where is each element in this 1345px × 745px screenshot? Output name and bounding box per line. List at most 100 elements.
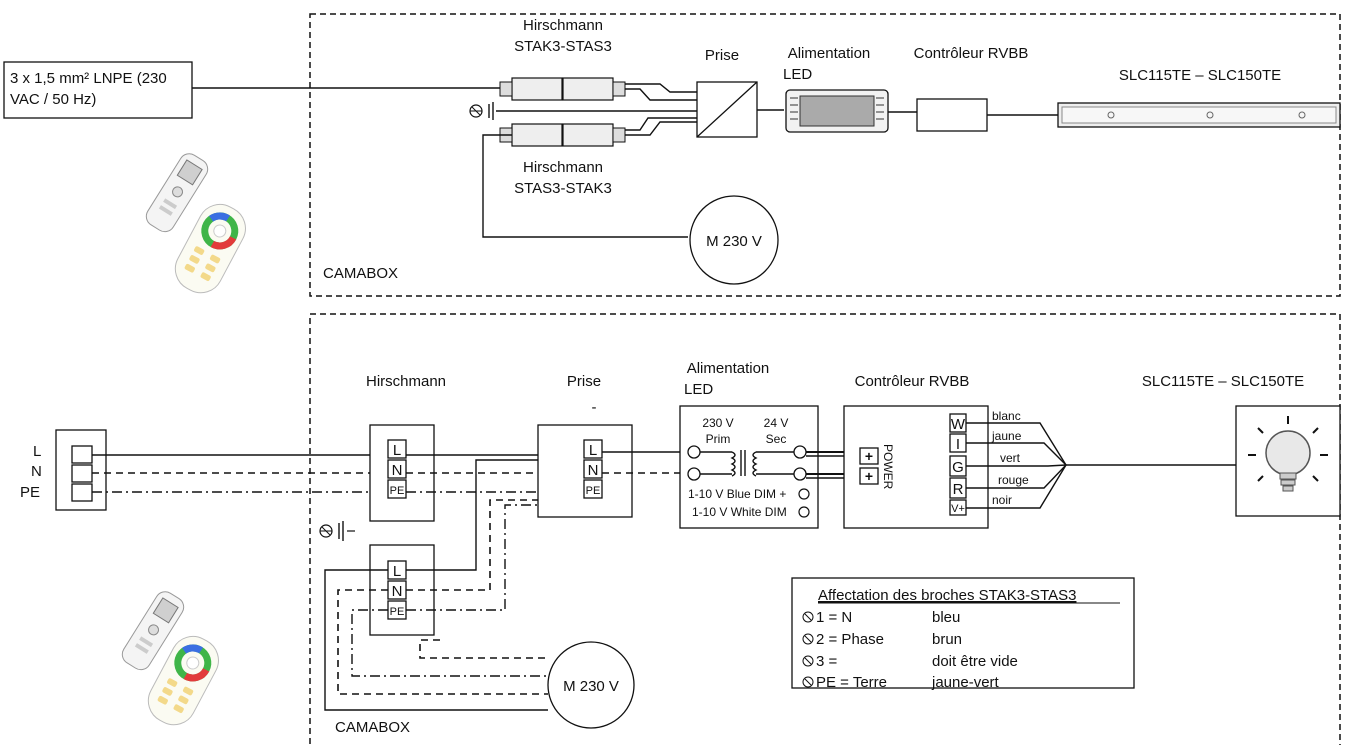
motor-bottom [547, 641, 635, 729]
wire-lower-L [406, 459, 580, 571]
pin-row-icon [802, 611, 814, 688]
power-terminals: + + [859, 447, 879, 485]
psu-bottom [679, 405, 819, 529]
ctrl-pin-W: W [951, 416, 966, 433]
pin-row-4-pin: PE = Terre [816, 674, 887, 691]
wire-label-blanc: blanc [992, 409, 1021, 423]
ctrl-pin-G: G [952, 459, 964, 476]
wire-jaune [966, 442, 1067, 466]
ctrl-pin-V: V+ [951, 503, 965, 515]
pin-row-2-pin: 2 = Phase [816, 631, 884, 648]
cable-spec-box [3, 61, 193, 119]
wire-label-rouge: rouge [998, 473, 1029, 487]
svg-text:+: + [865, 448, 873, 464]
light-top-label: SLC115TE – SLC150TE [1119, 67, 1281, 84]
mains-L-label: L [33, 443, 41, 460]
psu-top-label1: Alimentation [788, 45, 871, 62]
psu-bottom-label2: LED [684, 381, 713, 398]
hm-pin-N: N [392, 462, 403, 479]
pin-row-3-pin: 3 = [816, 653, 838, 670]
wire-label-jaune: jaune [991, 429, 1022, 443]
wire-noir [966, 464, 1067, 509]
pin-row-2-color: brun [932, 631, 962, 648]
hm-pin-L: L [393, 442, 401, 459]
prise-bottom-label: Prise [567, 373, 601, 390]
wire-label-noir: noir [992, 493, 1012, 507]
hirschmann-bottom-label2: STAS3-STAK3 [514, 180, 612, 197]
prise-bottom [537, 424, 633, 518]
wire-rouge [966, 464, 1067, 489]
svg-text:+: + [865, 468, 873, 484]
light-bar-top [1057, 102, 1341, 128]
pin-row-4-color: jaune-vert [931, 674, 1000, 691]
wire-top-3 [625, 121, 697, 136]
psu-sec-voltage: 24 V [764, 416, 789, 430]
psu-top-label2: LED [783, 66, 812, 83]
psu-dim-blue: 1-10 V Blue DIM + [688, 487, 786, 501]
prise-pin-PE: PE [586, 485, 601, 497]
camabox-top-label: CAMABOX [323, 265, 398, 282]
hirschmann-connector-bottom [499, 123, 626, 147]
hm2-pin-L: L [393, 563, 401, 580]
pin-row-1-pin: 1 = N [816, 609, 852, 626]
pin-row-1-color: bleu [932, 609, 960, 626]
motor-bottom-label: M 230 V [563, 678, 619, 695]
motor-wire-L [324, 569, 548, 711]
psu-prim-voltage: 230 V [702, 416, 733, 430]
motor-top [689, 195, 779, 285]
prise-top [696, 81, 758, 138]
prise-bottom-dash: - [592, 399, 597, 416]
light-bottom-label: SLC115TE – SLC150TE [1142, 373, 1304, 390]
dim-blue-terminal [798, 488, 810, 500]
wire-vert [966, 464, 1067, 467]
psu-dim-white: 1-10 V White DIM [692, 505, 787, 519]
wire-label-vert: vert [1000, 451, 1021, 465]
hirschmann-top-label1: Hirschmann [523, 17, 603, 34]
controller-top-label: Contrôleur RVBB [914, 45, 1029, 62]
hirschmann-top-label2: STAK3-STAS3 [514, 38, 612, 55]
hm-pin-PE: PE [390, 485, 405, 497]
motor-wire-PE [351, 609, 548, 677]
pin-table-box [791, 577, 1135, 689]
wire-blanc [966, 422, 1067, 466]
psu-bottom-label1: Alimentation [687, 360, 770, 377]
pin-table-title: Affectation des broches STAK3-STAS3 [818, 587, 1076, 604]
rgbw-terminals [949, 413, 967, 516]
cable-spec-line2: VAC / 50 Hz) [10, 91, 96, 108]
hm2-pin-N: N [392, 583, 403, 600]
mains-N-label: N [31, 463, 42, 480]
cable-spec-line1: 3 x 1,5 mm² LNPE (230 [10, 70, 167, 87]
power-label: POWER [881, 444, 895, 490]
lamp-icon [1235, 405, 1341, 517]
mains-PE-label: PE [20, 484, 40, 501]
ctrl-pin-R: R [953, 481, 964, 498]
wire-top-4 [625, 117, 697, 131]
motor-top-label: M 230 V [706, 233, 762, 250]
motor-wire-extra [419, 639, 548, 659]
remote-controls-bottom-icon [121, 591, 219, 726]
pin-table-rows: 1 = N bleu 2 = Phase brun 3 = doit être … [802, 609, 1018, 691]
ground-symbol-top [469, 102, 494, 120]
psu-prim: Prim [706, 432, 731, 446]
wire-top-2 [625, 83, 697, 93]
controller-top [916, 98, 988, 132]
prise-pin-N: N [588, 462, 599, 479]
ground-symbol-bottom [319, 521, 344, 541]
camabox-bottom-label: CAMABOX [335, 719, 410, 736]
psu-top-icon [785, 89, 889, 133]
ctrl-pin-I: I [956, 436, 960, 453]
controller-bottom-label: Contrôleur RVBB [855, 373, 970, 390]
dim-white-terminal [798, 506, 810, 518]
camabox-frame-bottom [309, 313, 1341, 745]
hirschmann-bottom-label: Hirschmann [366, 373, 446, 390]
motor-wire-top [482, 134, 688, 238]
wire-top-1 [625, 88, 697, 101]
pin-row-3-color: doit être vide [932, 653, 1018, 670]
transformer-symbol [687, 445, 807, 481]
psu-sec: Sec [766, 432, 787, 446]
hm2-pin-PE: PE [390, 606, 405, 618]
hirschmann-bottom-label1: Hirschmann [523, 159, 603, 176]
camabox-frame-top [309, 13, 1341, 297]
prise-pin-L: L [589, 442, 597, 459]
